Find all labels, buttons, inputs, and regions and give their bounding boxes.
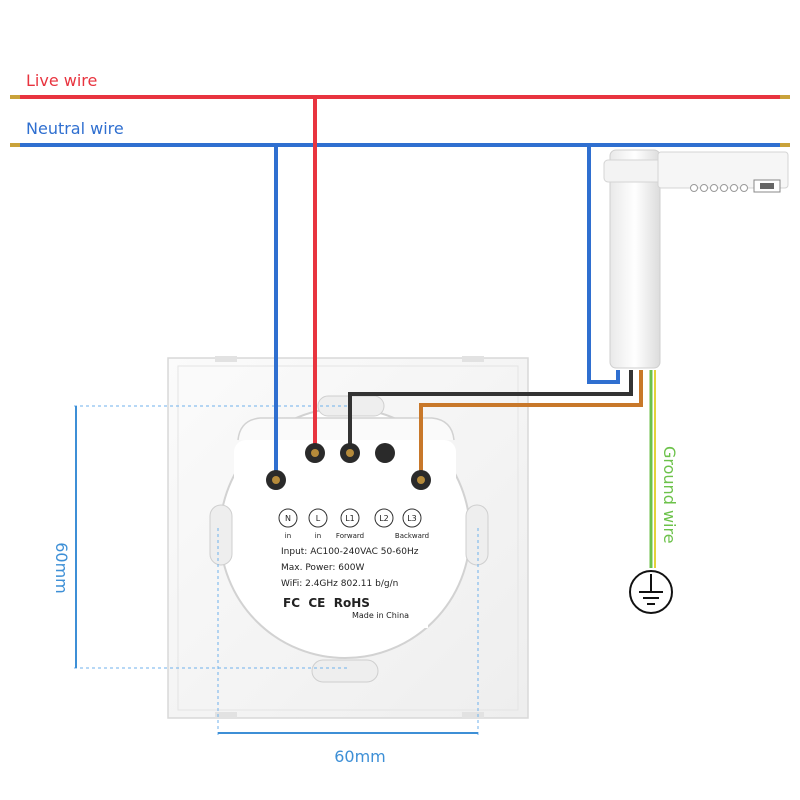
neutral-motor-wire bbox=[587, 145, 620, 384]
width-dimension-label: 60mm bbox=[334, 747, 386, 766]
terminal-sub-l: in bbox=[315, 532, 321, 540]
terminal-label-l2: L2 bbox=[379, 514, 389, 523]
terminal-sub-n: in bbox=[285, 532, 291, 540]
terminal-badge-l bbox=[308, 508, 328, 528]
neutral-wire-label: Neutral wire bbox=[26, 119, 124, 138]
terminal-sub-l3: Backward bbox=[395, 532, 429, 540]
certification-marks: FC CE RoHS bbox=[283, 596, 370, 610]
ground-symbol-icon bbox=[629, 570, 673, 614]
curtain-motor-icon bbox=[603, 149, 789, 369]
terminal-label-l1: L1 bbox=[345, 514, 355, 523]
made-in-label: Made in China bbox=[352, 611, 409, 620]
neutral-wire bbox=[10, 143, 790, 147]
dimension-bars bbox=[75, 406, 478, 734]
ground-wire-label: Ground wire bbox=[660, 446, 679, 544]
terminal-label-n: N bbox=[285, 514, 291, 523]
live-wire-label: Live wire bbox=[26, 71, 97, 90]
spec-input: Input: AC100-240VAC 50-60Hz bbox=[281, 547, 419, 557]
height-dimension-label: 60mm bbox=[52, 542, 71, 594]
terminal-label-l: L bbox=[316, 514, 321, 523]
backward-wire bbox=[419, 370, 643, 480]
terminal-badge-l3 bbox=[402, 508, 422, 528]
terminal-badge-l1 bbox=[340, 508, 360, 528]
dimension-lines bbox=[74, 405, 479, 735]
terminal-screw-l2 bbox=[375, 443, 395, 463]
terminal-badge-l2 bbox=[374, 508, 394, 528]
spec-power: Max. Power: 600W bbox=[281, 563, 364, 573]
terminal-badge-n bbox=[278, 508, 298, 528]
terminal-label-l3: L3 bbox=[407, 514, 417, 523]
live-wire bbox=[10, 95, 790, 99]
spec-wifi: WiFi: 2.4GHz 802.11 b/g/n bbox=[281, 579, 398, 589]
terminal-sub-l1: Forward bbox=[336, 532, 364, 540]
forward-wire bbox=[348, 370, 633, 455]
screw-terminals bbox=[266, 443, 431, 490]
